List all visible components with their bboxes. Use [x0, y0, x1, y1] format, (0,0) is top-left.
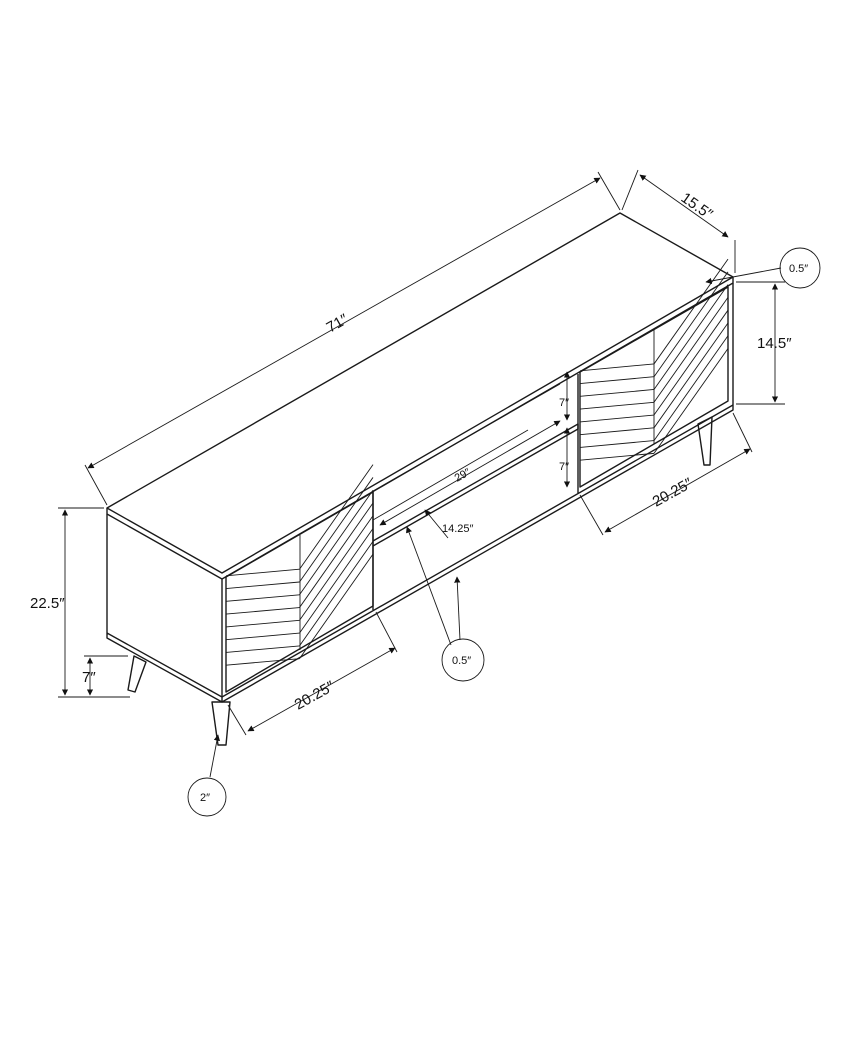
callout-circle-top-thickness: [779, 247, 821, 289]
chevron-line: [299, 477, 374, 583]
chevron-line: [225, 619, 300, 628]
label-depth: 15.5″: [678, 189, 717, 223]
chevron-line: [653, 335, 729, 441]
label-right-door-width: 20.25″: [650, 475, 696, 511]
chevron-line: [225, 581, 300, 590]
left-side-bottom: [106, 632, 223, 703]
chevron-line: [225, 607, 300, 615]
chevron-line: [299, 541, 374, 647]
dimension-lines: [58, 169, 785, 778]
chevron-line: [653, 322, 729, 429]
chevron-line: [225, 632, 300, 641]
chevron-line: [299, 515, 374, 621]
chevron-line: [653, 309, 729, 416]
chevron-line: [299, 464, 374, 570]
chevron-line: [225, 645, 300, 653]
legs: [127, 416, 713, 746]
leg-front-left: [211, 701, 231, 746]
chevron-line: [579, 401, 655, 410]
callout-circle-leg-diameter: [187, 777, 227, 817]
leg-back-left: [127, 655, 147, 693]
label-shelf-lower: 7″: [559, 461, 569, 473]
label-shelf-upper: 7″: [559, 397, 569, 409]
label-shelf-depth: 14.25″: [442, 523, 474, 535]
chevron-line: [299, 502, 374, 608]
label-left-door-width: 20.25″: [292, 678, 338, 714]
label-shelf-thickness: 0.5″: [452, 655, 471, 667]
chevron-line: [653, 271, 729, 377]
plinth-edge: [221, 405, 734, 703]
chevron-line: [653, 348, 729, 454]
stand-body: [106, 212, 734, 703]
chevron-line: [579, 440, 655, 448]
chevron-line: [225, 594, 300, 602]
top-edge: [106, 277, 734, 580]
label-leg-clearance: 7″: [82, 669, 96, 686]
shelf-front-edge: [372, 423, 579, 547]
chevron-line: [579, 376, 655, 385]
shelf-back-edge: [372, 429, 529, 521]
chevron-line: [653, 297, 729, 403]
label-leg-diameter: 2″: [200, 792, 210, 804]
chevron-line: [225, 568, 300, 577]
chevron-line: [299, 489, 374, 596]
chevron-line: [579, 427, 655, 436]
chevron-line: [299, 528, 374, 634]
chevron-line: [579, 389, 655, 397]
chevron-line: [653, 284, 729, 390]
label-total-height: 22.5″: [30, 595, 65, 612]
chevron-line: [579, 414, 655, 423]
label-top-thickness: 0.5″: [789, 263, 808, 275]
chevron-line: [299, 553, 374, 659]
callout-circle-shelf-thickness: [441, 638, 485, 682]
label-cabinet-height: 14.5″: [757, 335, 792, 352]
label-shelf-width: 29″: [453, 466, 473, 484]
chevron-line: [653, 258, 729, 365]
bottom-front-edge: [221, 404, 734, 698]
